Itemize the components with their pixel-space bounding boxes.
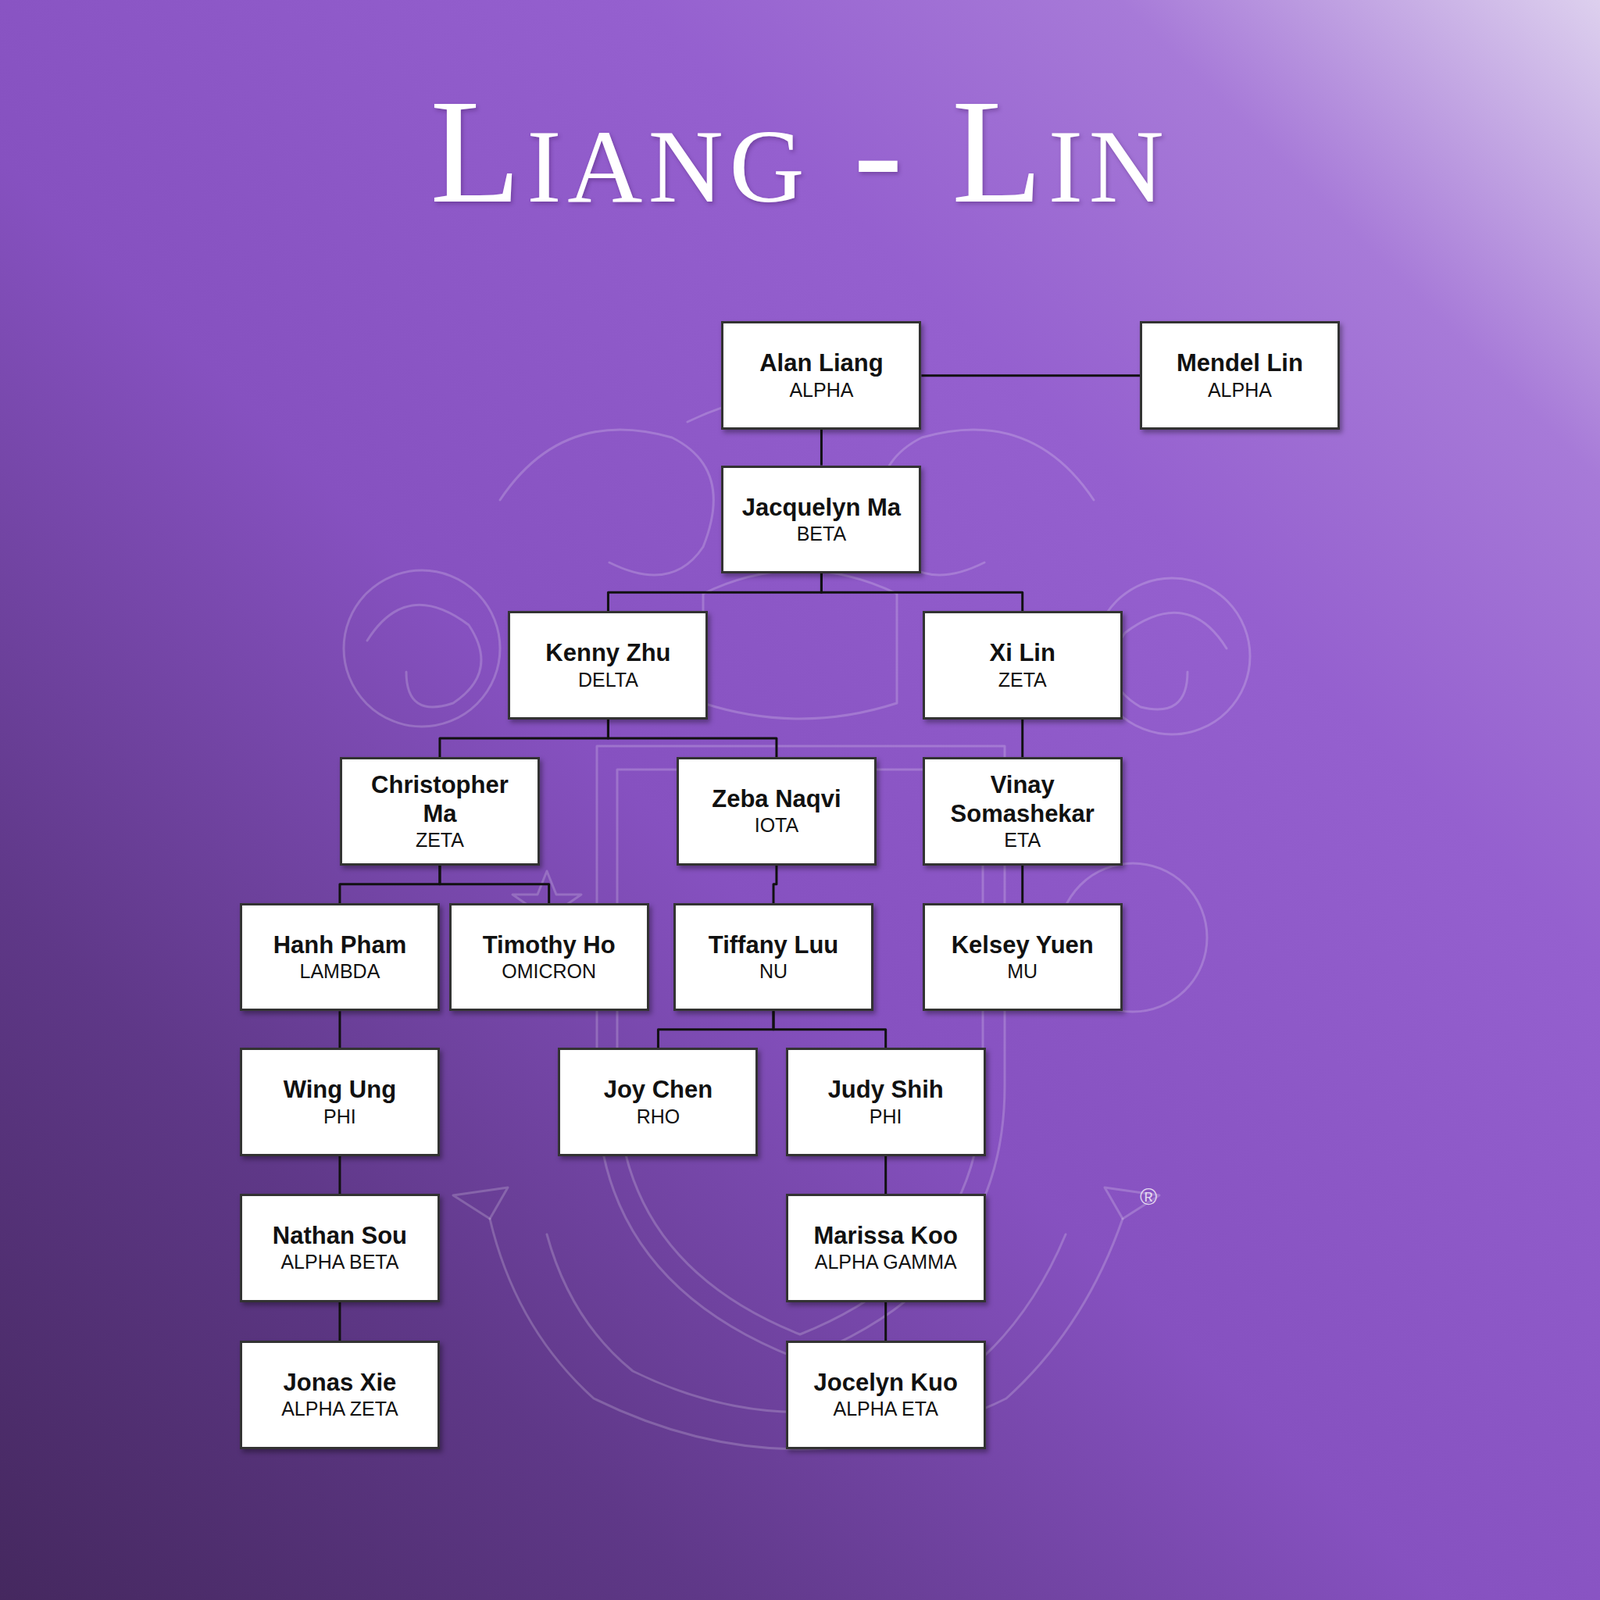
registered-mark: ®: [1139, 1183, 1158, 1211]
chapter-name: LAMBDA: [300, 959, 381, 984]
member-box: Christopher MaZETA: [339, 757, 540, 865]
member-name: Christopher Ma: [354, 770, 525, 829]
lineage-line: [773, 1010, 886, 1048]
lineage-line: [1021, 719, 1024, 758]
member-name: Hanh Pham: [273, 930, 408, 960]
lineage-line: [338, 1010, 341, 1048]
lineage-line: [657, 1010, 774, 1048]
member-box: Timothy HoOMICRON: [449, 903, 650, 1011]
lineage-line: [338, 1302, 341, 1342]
member-box: Kelsey YuenMU: [922, 903, 1123, 1011]
lineage-line: [607, 573, 822, 611]
member-name: Kelsey Yuen: [951, 930, 1094, 960]
lineage-line: [884, 1156, 887, 1194]
member-name: Timothy Ho: [482, 930, 616, 960]
member-box: Marissa KooALPHA GAMMA: [785, 1193, 986, 1302]
chapter-name: ALPHA GAMMA: [814, 1250, 958, 1275]
chapter-name: ALPHA: [789, 378, 854, 403]
lineage-line: [339, 865, 440, 904]
chapter-name: PHI: [869, 1104, 903, 1129]
member-box: Zeba NaqviIOTA: [676, 757, 877, 865]
chapter-name: ALPHA BETA: [280, 1250, 399, 1275]
lineage-line: [773, 865, 777, 904]
member-name: Wing Ung: [283, 1075, 397, 1104]
chapter-name: OMICRON: [501, 959, 597, 984]
member-name: Nathan Sou: [272, 1221, 408, 1250]
member-name: Jocelyn Kuo: [814, 1367, 958, 1397]
member-name: Zeba Naqvi: [711, 784, 841, 814]
member-box: Nathan SouALPHA BETA: [239, 1193, 440, 1302]
chapter-name: BETA: [796, 521, 847, 547]
lineage-line: [821, 573, 1022, 611]
member-box: Kenny ZhuDELTA: [507, 610, 708, 719]
lineage-line: [921, 374, 1140, 377]
chapter-name: ZETA: [415, 828, 465, 853]
lineage-line: [820, 429, 823, 466]
member-box: Joy ChenRHO: [557, 1047, 758, 1156]
member-name: Xi Lin: [989, 638, 1056, 668]
chapter-name: PHI: [323, 1104, 357, 1129]
member-name: Tiffany Luu: [708, 930, 839, 960]
lineage-line: [439, 865, 550, 904]
member-box: Mendel LinALPHA: [1139, 321, 1340, 429]
tree-title: Liang - Lin: [0, 62, 1600, 241]
member-name: Judy Shih: [828, 1075, 944, 1104]
chapter-name: ALPHA: [1207, 378, 1272, 403]
member-name: Vinay Somashekar: [937, 770, 1108, 829]
member-name: Mendel Lin: [1176, 348, 1304, 378]
member-box: Judy ShihPHI: [785, 1047, 986, 1156]
member-name: Joy Chen: [603, 1075, 714, 1104]
member-name: Jonas Xie: [283, 1367, 397, 1397]
member-box: Alan LiangALPHA: [721, 321, 922, 429]
chapter-name: IOTA: [754, 813, 799, 838]
member-name: Jacquelyn Ma: [742, 492, 901, 522]
member-name: Kenny Zhu: [545, 638, 671, 668]
chapter-name: ALPHA ETA: [833, 1396, 939, 1422]
chapter-name: NU: [759, 959, 788, 984]
chapter-name: RHO: [636, 1104, 681, 1129]
member-box: Tiffany LuuNU: [673, 903, 874, 1011]
member-name: Marissa Koo: [814, 1221, 958, 1250]
chapter-name: MU: [1007, 959, 1038, 984]
lineage-line: [439, 719, 609, 758]
lineage-line: [884, 1302, 887, 1342]
member-box: Hanh PhamLAMBDA: [239, 903, 440, 1011]
chapter-name: ETA: [1003, 828, 1041, 853]
member-name: Alan Liang: [759, 348, 883, 378]
lineage-line: [338, 1156, 341, 1194]
member-box: Vinay SomashekarETA: [922, 757, 1123, 865]
lineage-line: [1021, 865, 1024, 904]
member-box: Jonas XieALPHA ZETA: [239, 1340, 440, 1449]
chapter-name: DELTA: [578, 667, 639, 693]
lineage-line: [607, 719, 777, 758]
member-box: Jacquelyn MaBETA: [721, 465, 922, 574]
chapter-name: ZETA: [998, 667, 1047, 693]
member-box: Wing UngPHI: [239, 1047, 440, 1156]
member-box: Jocelyn KuoALPHA ETA: [785, 1340, 986, 1449]
chapter-name: ALPHA ZETA: [281, 1396, 399, 1422]
member-box: Xi LinZETA: [922, 610, 1123, 719]
